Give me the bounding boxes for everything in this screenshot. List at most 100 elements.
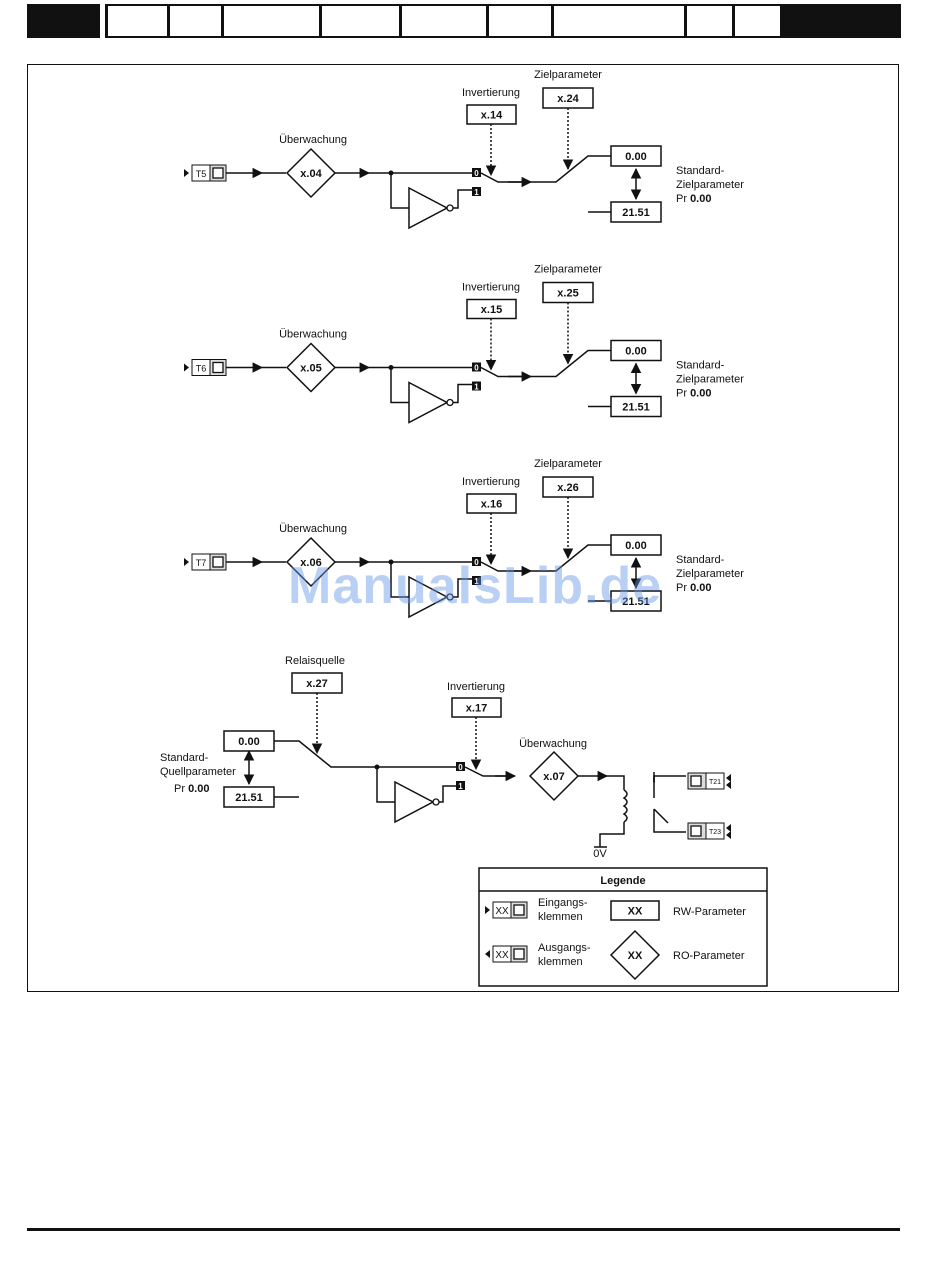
relay-default-label-1: Standard- (160, 752, 209, 764)
block-1-dest-switch (531, 155, 611, 183)
block-3-inverter (408, 575, 449, 619)
relay-monitor-diamond (528, 750, 580, 802)
block-2-value-bottom-box-label: 21.51 (622, 402, 650, 414)
block-1-default-label-2: Zielparameter (676, 179, 744, 191)
block-3-value-top-box-label: 0.00 (625, 540, 646, 552)
relay-value-top-box-label: 0.00 (238, 736, 259, 748)
block-1-input-terminal-square (212, 167, 224, 179)
block-2-monitor-label: Überwachung (279, 329, 347, 341)
relay-terminal-t21-label: T21 (709, 779, 721, 786)
relay-contact-to-t21 (653, 775, 686, 782)
block-1-value-bottom-box-label: 21.51 (622, 207, 650, 219)
relay-inverter (394, 780, 435, 824)
relay-inverter-bubble (432, 798, 440, 806)
block-3-switch-arm (480, 561, 524, 572)
legend-rw-symbol (610, 900, 660, 921)
relay-coil-lead (600, 775, 625, 790)
block-1-switch-tag-0 (472, 168, 481, 177)
block-3-input-terminal-square (212, 556, 224, 568)
block-2-switch-arm (480, 366, 524, 378)
header-tab[interactable] (401, 4, 488, 38)
diagram-frame (27, 64, 899, 992)
block-1-inverter-bubble (446, 204, 454, 212)
header-tab[interactable] (223, 4, 321, 38)
relay-switch-tag-1 (456, 781, 465, 790)
block-1-default-pr: Pr 0.00 (676, 193, 711, 205)
relay-default-value: 0.00 (188, 783, 209, 795)
block-1-invert-param-box-label: x.14 (481, 110, 503, 122)
header-block-dark (782, 4, 901, 38)
block-2-default-value: 0.00 (690, 388, 711, 400)
block-2-value-top-box (610, 339, 662, 362)
block-1-switch-tag-1 (472, 187, 481, 196)
block-2-input-terminal-square (212, 361, 224, 374)
relay-monitor-label: Überwachung (519, 738, 587, 750)
header-tab[interactable] (169, 4, 223, 38)
relay-terminal-t23-marker-b (726, 831, 731, 839)
block-3-inverter-out-line (453, 578, 472, 598)
relay-inverter-branch (376, 767, 395, 803)
block-2-switch-tag-0-label: 0 (474, 364, 479, 373)
block-1-dest-param-box-label: x.24 (557, 93, 579, 105)
block-3-invert-param-box-label: x.16 (481, 499, 502, 511)
block-1-switch-tag-1-label: 1 (474, 188, 479, 197)
relay-switch-tag-0 (456, 762, 465, 771)
header-block-dark (27, 4, 100, 38)
header-tab[interactable] (553, 4, 686, 38)
relay-ground-line (599, 822, 625, 847)
relay-ground-label: 0V (593, 848, 607, 860)
block-2-inverter (408, 381, 449, 424)
block-2-dest-switch (531, 349, 611, 378)
block-2-default-pr: Pr 0.00 (676, 388, 711, 400)
block-2-default-label-1: Standard- (676, 360, 725, 372)
block-2-input-terminal-marker (184, 363, 189, 372)
header-tab[interactable] (105, 4, 169, 38)
block-3-monitor-diamond-label: x.06 (300, 557, 321, 569)
block-1-switch-arm (480, 172, 524, 183)
legend-input-label-1: Eingangs- (538, 897, 588, 909)
footer-rule (27, 1228, 900, 1231)
header-tab[interactable] (734, 4, 782, 38)
relay-terminal-t23-marker-a (726, 824, 731, 832)
legend-rw-symbol-label: XX (628, 906, 643, 918)
legend-input-marker (485, 906, 490, 914)
block-2-dest-label: Zielparameter (534, 264, 602, 276)
block-1-invert-label: Invertierung (462, 87, 520, 99)
block-3-invert-label: Invertierung (462, 476, 520, 488)
block-1-switch-tag-0-label: 0 (474, 169, 479, 178)
block-3-value-bottom-box-label: 21.51 (622, 596, 650, 608)
relay-inverter-out-line (439, 785, 456, 803)
block-3-dest-switch (531, 544, 611, 572)
block-2-value-top-box-label: 0.00 (625, 346, 646, 358)
legend-output-symbol-square (513, 948, 525, 960)
block-3-default-value: 0.00 (690, 582, 711, 594)
relay-terminal-t23-label: T23 (709, 829, 721, 836)
block-2-switch-tag-0 (472, 362, 481, 372)
block-2-switch-tag-1-label: 1 (474, 383, 479, 392)
block-1-monitor-diamond (285, 147, 337, 199)
relay-source-param-box-label: x.27 (306, 678, 327, 690)
relay-value-bottom-box-label: 21.51 (235, 792, 263, 804)
header-tab[interactable] (321, 4, 401, 38)
block-3-switch-tag-0 (472, 557, 481, 566)
block-1-default-value: 0.00 (690, 193, 711, 205)
legend-output-symbol-label: XX (495, 950, 509, 961)
relay-switch-tag-1-label: 1 (458, 782, 463, 791)
header-tab[interactable] (686, 4, 734, 38)
header-tab[interactable] (488, 4, 553, 38)
block-1-input-terminal-label: T5 (196, 169, 207, 179)
block-2-invert-param-box-label: x.15 (481, 304, 502, 316)
block-3-input-terminal-label: T7 (196, 558, 207, 568)
block-2-monitor-diamond-label: x.05 (300, 363, 321, 375)
block-3-switch-tag-1 (472, 576, 481, 585)
legend-output-label-2: klemmen (538, 956, 583, 968)
block-3-default-label-2: Zielparameter (676, 568, 744, 580)
block-3-default-label-1: Standard- (676, 554, 725, 566)
relay-terminal-t21-marker-b (726, 781, 731, 789)
legend-input-symbol-label: XX (495, 906, 509, 917)
block-3-switch-tag-0-label: 0 (474, 558, 479, 567)
block-3-inverter-branch (390, 562, 409, 598)
legend-ro-label: RO-Parameter (673, 950, 745, 962)
block-2-switch-tag-1 (472, 381, 481, 391)
